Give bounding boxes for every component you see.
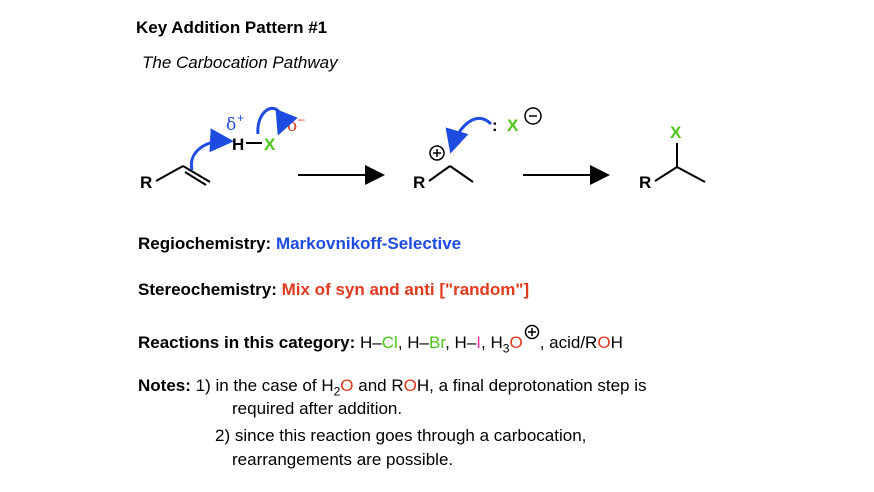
note1-part-a: 1) in the case of H	[195, 376, 334, 395]
lone-pair: :	[492, 116, 498, 135]
notes-label: Notes:	[138, 376, 191, 395]
roh-o: O	[597, 333, 611, 352]
positive-charge-icon	[429, 145, 445, 161]
r-group-label-3: R	[639, 173, 651, 192]
nucleophile-x: X	[507, 116, 519, 135]
reaction-hi: H–I	[455, 333, 481, 352]
sep-1: ,	[397, 333, 403, 352]
r-group-label: R	[140, 173, 152, 192]
notes-line-2: required after addition.	[232, 399, 403, 418]
electron-arrow-nucleophile	[445, 117, 493, 154]
regiochemistry-label: Regiochemistry:	[138, 234, 272, 253]
delta-minus: δ	[287, 116, 297, 136]
note1-part-b: and R	[353, 376, 404, 395]
reaction-hbr: H–Br	[407, 333, 445, 352]
page-title: Key Addition Pattern #1	[136, 18, 328, 37]
alkene-structure: R	[140, 128, 234, 192]
roh-h: H	[610, 333, 623, 352]
hbr-br: Br	[429, 333, 446, 352]
reaction-scheme: R δ + H X δ – R : X R X	[140, 107, 706, 192]
hbr-h: H–	[407, 333, 430, 352]
carbocation-structure: R : X	[413, 107, 542, 192]
hcl-cl: Cl	[381, 333, 398, 352]
r-group-label-2: R	[413, 173, 425, 192]
stereochemistry-label: Stereochemistry:	[138, 280, 277, 299]
sep-2: ,	[445, 333, 450, 352]
note1-subscript: 2	[333, 384, 341, 399]
note1-o: O	[340, 376, 354, 395]
reactions-label: Reactions in this category:	[138, 333, 356, 352]
x-atom: X	[264, 135, 276, 154]
page-subtitle: The Carbocation Pathway	[142, 53, 338, 72]
hi-h: H–	[454, 333, 477, 352]
hcl-h: H–	[360, 333, 382, 352]
hi-i: I	[476, 333, 482, 352]
h3o-o: O	[509, 333, 523, 352]
sep-3: ,	[481, 333, 486, 352]
delta-minus-sign: –	[298, 112, 305, 126]
notes-line-3: 2) since this reaction goes through a ca…	[215, 426, 587, 445]
reaction-hcl: H–Cl	[360, 333, 398, 352]
sep-4: , acid/R	[539, 333, 598, 352]
stereochemistry-row: Stereochemistry: Mix of syn and anti ["r…	[138, 280, 529, 300]
regiochemistry-value: Markovnikoff-Selective	[275, 234, 462, 253]
note1-o2: O	[403, 376, 417, 395]
h3o-h: H	[490, 333, 503, 352]
electron-arrow-pi	[189, 128, 234, 171]
notes-line-1: Notes: 1) in the case of H2O and ROH, a …	[138, 376, 647, 398]
delta-plus-sign: +	[237, 111, 244, 125]
electron-arrow-hx	[256, 107, 298, 136]
h-atom: H	[232, 135, 244, 154]
reactions-row: Reactions in this category: H–Cl, H–Br, …	[138, 324, 623, 355]
delta-plus: δ	[226, 115, 236, 135]
negative-charge-icon	[524, 107, 542, 125]
regiochemistry-row: Regiochemistry: Markovnikoff-Selective	[138, 234, 461, 254]
h3o-subscript: 3	[502, 341, 510, 356]
reaction-h3o: H3O	[490, 324, 539, 356]
product-x: X	[670, 123, 682, 142]
stereochemistry-value: Mix of syn and anti ["random"]	[281, 280, 530, 299]
positive-charge-icon	[524, 324, 539, 340]
note1-part-c: H, a final deprotonation step is	[416, 376, 647, 395]
notes-line-4: rearrangements are possible.	[232, 450, 454, 469]
product-structure: R X	[639, 123, 706, 192]
hx-reagent: δ + H X δ –	[226, 107, 305, 154]
